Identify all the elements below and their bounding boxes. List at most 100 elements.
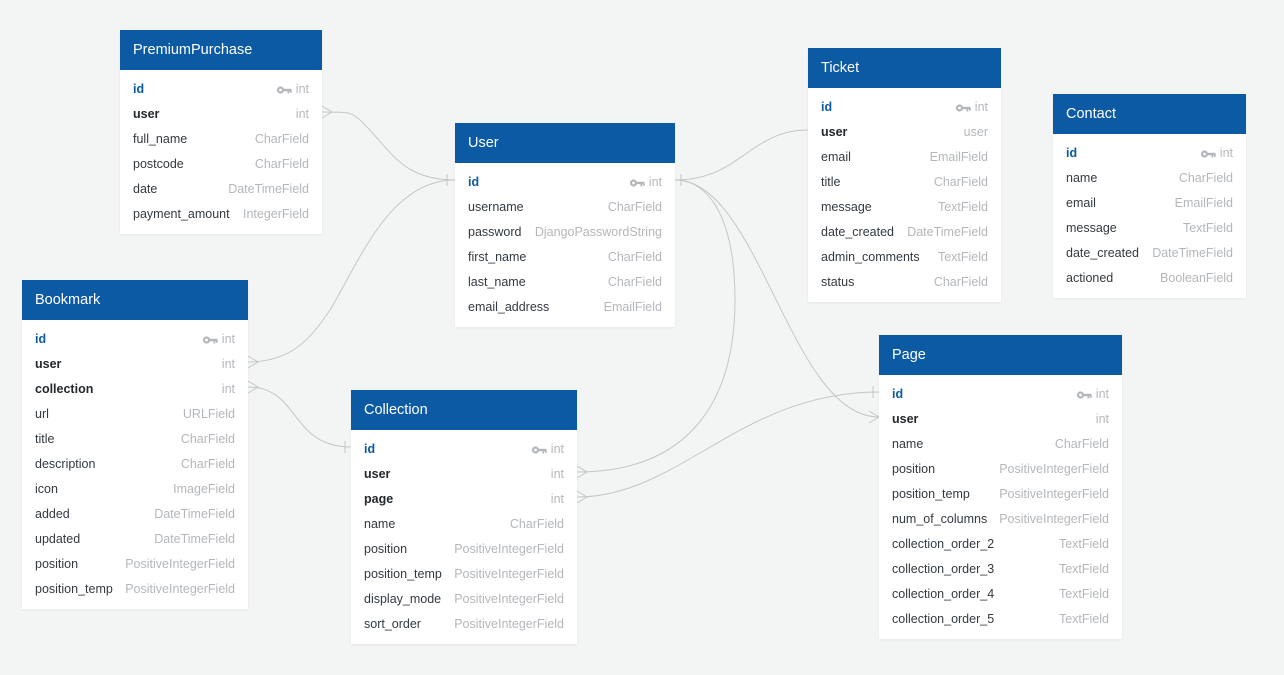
table-title[interactable]: Ticket bbox=[808, 48, 1001, 88]
field-name: position bbox=[364, 542, 408, 556]
field-name: title bbox=[821, 175, 841, 189]
field-type: CharField bbox=[933, 175, 988, 189]
relation-collection-user-to-user-id bbox=[576, 179, 736, 479]
field-name: position bbox=[35, 557, 79, 571]
key-icon bbox=[202, 335, 218, 345]
field-row[interactable]: user int bbox=[351, 462, 577, 487]
field-name: name bbox=[364, 517, 396, 531]
field-type: CharField bbox=[933, 275, 988, 289]
field-type: TextField bbox=[937, 250, 988, 264]
field-type: PositiveIntegerField bbox=[125, 582, 235, 596]
field-type: EmailField bbox=[1174, 196, 1233, 210]
table-title[interactable]: Collection bbox=[351, 390, 577, 430]
table-title[interactable]: Contact bbox=[1053, 94, 1246, 134]
field-name: email bbox=[821, 150, 851, 164]
field-name: id bbox=[892, 387, 904, 401]
field-name: email_address bbox=[468, 300, 550, 314]
field-row[interactable]: description CharField bbox=[22, 452, 248, 477]
field-name: position_temp bbox=[364, 567, 442, 581]
field-name: user bbox=[364, 467, 391, 481]
field-type: CharField bbox=[1178, 171, 1233, 185]
field-type: TextField bbox=[937, 200, 988, 214]
field-type: CharField bbox=[180, 457, 235, 471]
table-title[interactable]: User bbox=[455, 123, 675, 163]
relation-ticket-user-to-user-id bbox=[674, 123, 819, 186]
table-title[interactable]: Page bbox=[879, 335, 1122, 375]
field-type: TextField bbox=[1058, 562, 1109, 576]
field-type: int bbox=[550, 467, 564, 481]
field-type: PositiveIntegerField bbox=[999, 487, 1109, 501]
field-name: id bbox=[1066, 146, 1078, 160]
field-type: CharField bbox=[607, 275, 662, 289]
table-title[interactable]: PremiumPurchase bbox=[120, 30, 322, 70]
field-name: id bbox=[35, 332, 47, 346]
field-type: PositiveIntegerField bbox=[999, 512, 1109, 526]
table-title[interactable]: Bookmark bbox=[22, 280, 248, 320]
field-name: description bbox=[35, 457, 96, 471]
field-row[interactable]: title CharField bbox=[808, 170, 1001, 195]
field-name: id bbox=[133, 82, 145, 96]
field-name: updated bbox=[35, 532, 81, 546]
